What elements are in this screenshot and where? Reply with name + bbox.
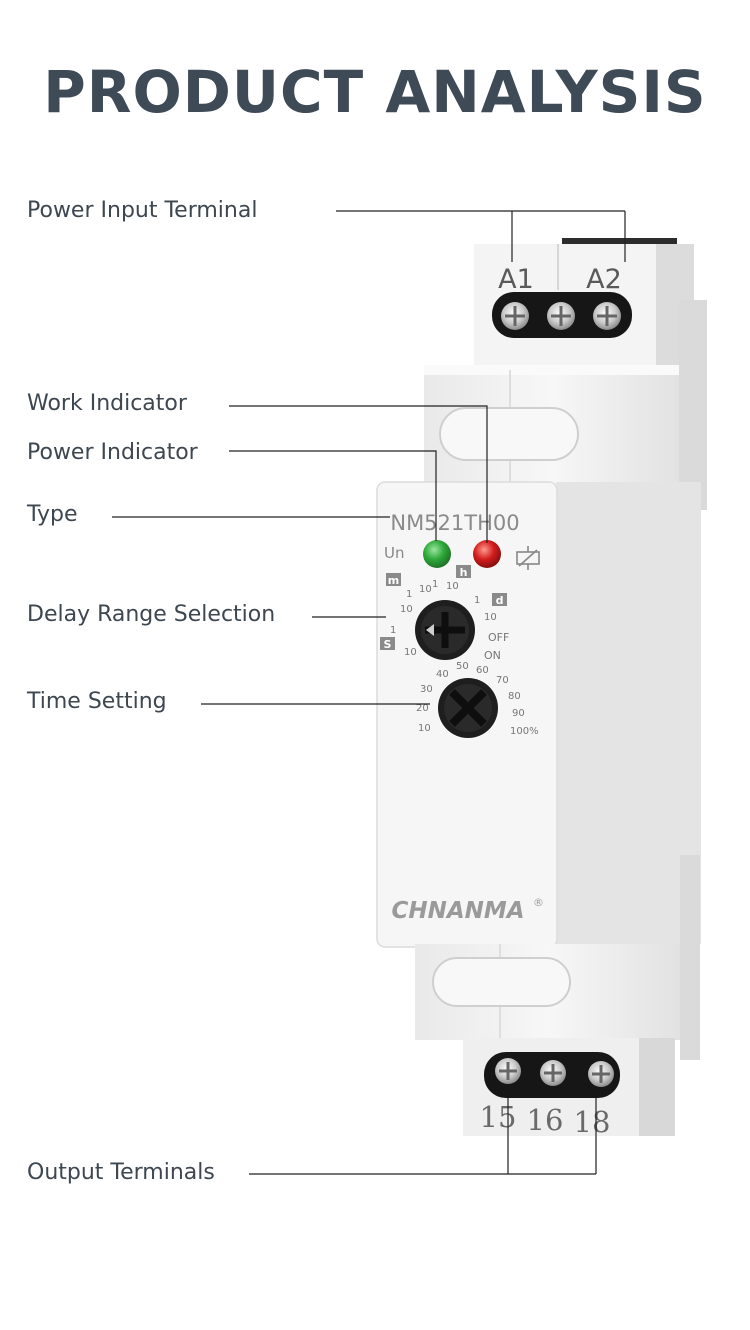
range-scale-label: 1 [474, 595, 480, 606]
terminal-label-a2: A2 [586, 264, 622, 295]
callout-output-terminals: Output Terminals [27, 1160, 215, 1185]
lower-housing [415, 855, 700, 1060]
screw-icon [540, 1060, 566, 1086]
time-setting-knob[interactable] [438, 678, 498, 738]
time-scale-label: 40 [436, 669, 449, 680]
callout-power-input-terminal: Power Input Terminal [27, 198, 258, 223]
range-scale-label: 10 [400, 604, 413, 615]
terminal-label-16: 16 [527, 1103, 564, 1137]
callout-delay-range-selection: Delay Range Selection [27, 602, 276, 627]
screw-icon [501, 302, 529, 330]
upper-housing [424, 300, 707, 510]
unit-marker-m: m [388, 574, 399, 587]
leader-power-indicator [229, 450, 437, 541]
brand-logo: CHNANMA [391, 898, 524, 924]
time-scale-label: 60 [476, 665, 489, 676]
screw-icon [588, 1061, 614, 1087]
range-scale-label: 10 [404, 647, 417, 658]
range-scale-label: 10 [484, 612, 497, 623]
callout-lines [112, 210, 626, 1175]
range-scale-label: 1 [432, 579, 438, 590]
terminal-label-15: 15 [480, 1100, 517, 1134]
range-scale-label: 10 [446, 581, 459, 592]
time-scale-label: 70 [496, 675, 509, 686]
power-led-label: Un [384, 544, 405, 562]
leader-output-terminals [249, 1098, 597, 1175]
screw-icon [593, 302, 621, 330]
range-scale-label: 1 [390, 625, 396, 636]
range-scale-label: 1 [406, 589, 412, 600]
bottom-terminal-block: 15 16 18 [463, 1038, 675, 1139]
label-slot [432, 957, 571, 1007]
top-terminal-block: A1 A2 [474, 238, 694, 365]
time-scale-label: 100% [510, 726, 539, 737]
front-panel: NM521TH00 Un m h d S 10 1 10 1 10 1 10 1 [376, 481, 701, 948]
unit-marker-s: S [384, 638, 392, 651]
time-scale-label: 10 [418, 723, 431, 734]
registered-mark: ® [533, 896, 544, 909]
screw-icon [495, 1058, 521, 1084]
work-indicator-led [473, 540, 501, 568]
terminal-label-18: 18 [574, 1105, 611, 1139]
label-slot [439, 407, 579, 461]
terminal-label-a1: A1 [498, 264, 534, 295]
leader-power-input-terminal [336, 210, 626, 262]
callout-power-indicator: Power Indicator [27, 440, 198, 465]
page-title: PRODUCT ANALYSIS [43, 58, 707, 126]
callout-work-indicator: Work Indicator [27, 391, 187, 416]
range-scale-label: 10 [419, 584, 432, 595]
delay-range-knob[interactable] [415, 600, 475, 660]
time-scale-label: 90 [512, 708, 525, 719]
mode-label-on: ON [484, 649, 501, 662]
time-scale-label: 20 [416, 703, 429, 714]
unit-marker-h: h [460, 566, 468, 579]
callout-time-setting: Time Setting [27, 689, 167, 714]
relay-coil-icon [516, 546, 540, 570]
time-scale-label: 80 [508, 691, 521, 702]
power-indicator-led [423, 540, 451, 568]
callout-type: Type [27, 502, 78, 527]
leader-work-indicator [229, 405, 488, 543]
model-number: NM521TH00 [390, 511, 519, 535]
mode-label-off: OFF [488, 631, 509, 644]
screw-icon [547, 302, 575, 330]
unit-marker-d: d [496, 594, 504, 607]
time-scale-label: 50 [456, 661, 469, 672]
time-scale-label: 30 [420, 684, 433, 695]
